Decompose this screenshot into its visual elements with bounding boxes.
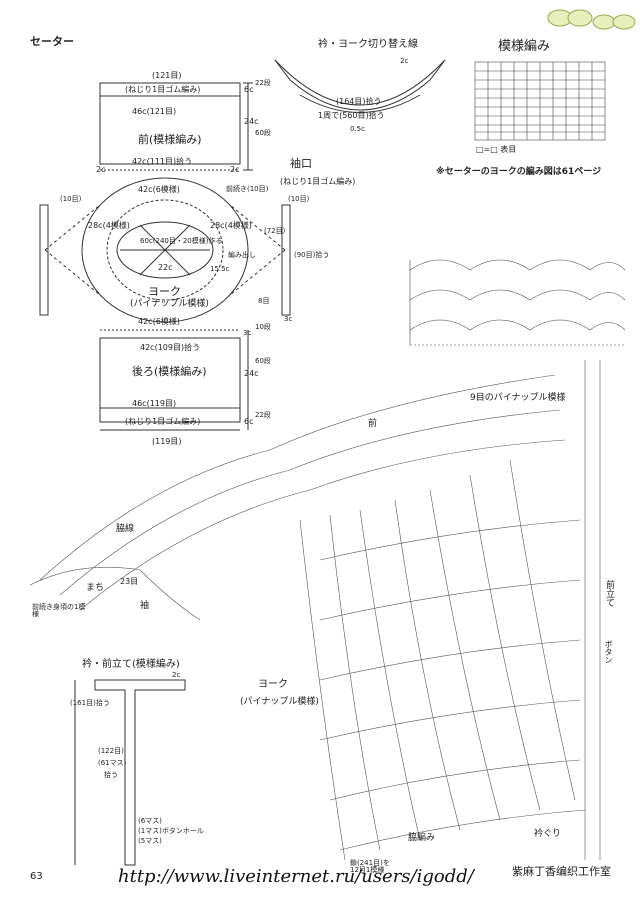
yoke-sublabel: (パイナップル模様) xyxy=(130,299,209,309)
cuff-title: 袖口 xyxy=(290,157,312,170)
back-bottom-count: (119目) xyxy=(152,437,182,446)
collar-stitch-count: (164目)拾う xyxy=(336,97,382,106)
back-side-a: 6c xyxy=(244,417,254,426)
yoke-neck: 60c(240目・20模様)作る xyxy=(140,237,223,245)
pineapple-note: 9目のパイナップル模様 xyxy=(470,393,566,403)
sleeve-label: 袖 xyxy=(140,601,150,611)
placket-bh-c: (5マス) xyxy=(138,837,162,845)
yoke-chart-note: ※セーターのヨークの編み図は61ページ xyxy=(436,167,602,177)
pattern-chart-title: 模様編み xyxy=(498,39,551,54)
cuff-count-left: (10目) xyxy=(60,195,82,203)
collar-bottom-measure: 0.5c xyxy=(350,125,365,133)
cuff-count-90: (90目)拾う xyxy=(294,251,330,259)
cuff-ribbing: (ねじり1目ゴム編み) xyxy=(280,177,356,186)
back-panel-label: 後ろ(模様編み) xyxy=(132,365,207,378)
yoke-sleeve-note: 編み出し xyxy=(228,251,256,259)
front-marker: 前 xyxy=(368,419,378,429)
placket-pick: 拾う xyxy=(104,771,118,779)
pattern-chart-grid xyxy=(474,61,606,141)
watermark: 紫麻丁香编织工作室 xyxy=(512,865,611,878)
placket-count-122: (122目) xyxy=(98,747,124,755)
back-width: 46c(119目) xyxy=(132,399,177,408)
side-seam-label: 脇線 xyxy=(116,524,135,534)
front-ribbing-label: (ねじり1目ゴム編み) xyxy=(125,85,201,94)
edging-stitch-chart xyxy=(409,259,626,346)
page-title: セーター xyxy=(30,35,74,48)
front-panel-label: 前(模様編み) xyxy=(138,133,202,146)
collar-title: 衿・ヨーク切り替え線 xyxy=(318,39,418,50)
yoke-side-r: 28c(4模様) xyxy=(210,221,252,230)
front-side-c: 2c xyxy=(230,165,240,174)
rows-23: 23目 xyxy=(120,577,139,586)
yoke-measure-d: 8目 xyxy=(258,297,270,305)
yoke-measure-c: 3c xyxy=(243,329,252,337)
footer-url[interactable]: http://www.liveinternet.ru/users/igodd/ xyxy=(118,866,474,887)
cuff-count-right: (10目) xyxy=(288,195,310,203)
yoke-front-note: 前続き(10目) xyxy=(226,185,269,193)
front-bottom-pick: 42c(111目)拾う xyxy=(132,157,193,166)
front-rows-a: 60段 xyxy=(255,129,271,137)
collar-side-measure: 2c xyxy=(400,57,409,65)
yoke-bottom: 42c(6模様) xyxy=(138,317,180,326)
front-top-count: (121目) xyxy=(152,71,182,80)
front-height: 24c xyxy=(244,117,259,126)
side-stitch-label: 脇編み xyxy=(408,833,436,843)
back-rows-c: 10段 xyxy=(255,323,271,331)
front-width: 46c(121目) xyxy=(132,107,177,116)
placket-bh-a: (6マス) xyxy=(138,817,162,825)
yoke-diagram xyxy=(39,177,291,323)
back-rows-b: 22段 xyxy=(255,411,271,419)
back-top-pick: 42c(109目)拾う xyxy=(140,343,201,352)
back-panel-diagram xyxy=(99,329,249,431)
yoke-outer: 42c(6模様) xyxy=(138,185,180,194)
yoke-label: ヨーク xyxy=(148,285,181,298)
cuff-count-72: (72目) xyxy=(264,227,286,235)
placket-title: 衿・前立て(模様編み) xyxy=(82,659,180,670)
pattern-chart-legend: □=□ 表目 xyxy=(476,145,517,154)
pick-note: 鎖(241目)を 12目1模様 xyxy=(350,859,390,874)
gusset-label: まち xyxy=(86,583,105,593)
front-panel-diagram xyxy=(99,82,253,171)
page-number: 63 xyxy=(30,871,43,882)
placket-measure: 2c xyxy=(172,671,181,679)
yoke-stitch-chart xyxy=(29,360,601,861)
back-ribbing: (ねじり1目ゴム編み) xyxy=(125,417,201,426)
corner-ornament xyxy=(547,9,636,30)
cuff-measure: 3c xyxy=(284,315,293,323)
collar-diagram xyxy=(274,59,446,113)
collar-round-count: 1周で(560目)拾う xyxy=(318,111,385,120)
yoke-inner: 22c xyxy=(158,263,173,272)
back-rows-a: 60段 xyxy=(255,357,271,365)
front-band-label: 前立て xyxy=(604,580,614,607)
yoke-chart-label: ヨーク xyxy=(258,679,288,690)
placket-count-161: (161目)拾う xyxy=(70,699,110,707)
placket-count-61: (61マス) xyxy=(98,759,127,767)
back-height: 24c xyxy=(244,369,259,378)
button-label: ボタン xyxy=(604,640,613,664)
front-side-b: 2c xyxy=(96,165,106,174)
yoke-side-l: 28c(4模様) xyxy=(88,221,130,230)
start-note: 前続き身頃の1模様 xyxy=(32,603,86,618)
placket-bh-b: (1マス)ボタンホール xyxy=(138,827,204,835)
yoke-chart-sublabel: (パイナップル模様) xyxy=(240,697,319,707)
yoke-measure-a: 15.5c xyxy=(210,265,230,273)
placket-diagram xyxy=(74,679,186,866)
front-side-a: 6c xyxy=(244,85,254,94)
front-rows-b: 22段 xyxy=(255,79,271,87)
edge-label: 衿ぐり xyxy=(534,829,562,839)
